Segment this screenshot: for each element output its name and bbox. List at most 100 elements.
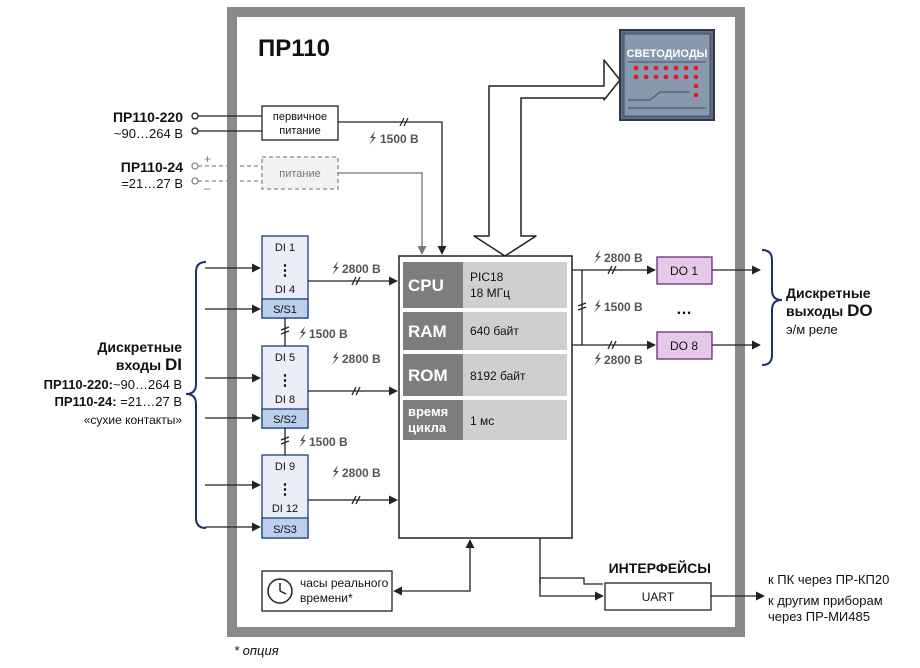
inputs-220-range: ~90…264 В bbox=[113, 377, 182, 392]
di-group-3: DI 9 ⋮ DI 12 S/S3 bbox=[261, 454, 309, 539]
outputs-heading-strong: DO bbox=[847, 301, 873, 320]
primary-supply-line2: питание bbox=[279, 125, 320, 137]
di-input-arrows bbox=[205, 263, 261, 532]
power-220-range: ~90…264 В bbox=[114, 126, 183, 141]
clock-icon bbox=[267, 578, 293, 604]
inputs-heading-line2: входы DI bbox=[116, 355, 182, 374]
rom-row-name: ROM bbox=[408, 366, 448, 385]
power-24-terminals: + – bbox=[191, 152, 262, 195]
interface-dest-2: к другим приборам bbox=[768, 593, 883, 608]
supply-24-label: питание bbox=[279, 168, 320, 180]
outputs-heading-prefix: выходы bbox=[786, 303, 843, 319]
cpu-row-cycle: время цикла 1 мс bbox=[403, 400, 567, 440]
cycle-row-name-2: цикла bbox=[408, 420, 447, 435]
inputs-heading-line1: Дискретные bbox=[97, 339, 182, 355]
do-ellipsis: … bbox=[676, 301, 692, 318]
di-last: DI 8 bbox=[275, 394, 295, 406]
minus-sign: – bbox=[204, 181, 211, 195]
device-frame bbox=[227, 7, 745, 637]
primary-supply-block bbox=[261, 105, 339, 141]
power-220-model: ПР110-220 bbox=[113, 109, 183, 125]
di-dots: ⋮ bbox=[278, 262, 293, 279]
cpu-row-value-2: 18 МГц bbox=[470, 286, 510, 300]
primary-supply-line1: первичное bbox=[273, 111, 327, 123]
power-24-range: =21…27 В bbox=[121, 176, 183, 191]
di-cpu-links bbox=[308, 276, 398, 505]
di-dots: ⋮ bbox=[278, 372, 293, 389]
di-first: DI 1 bbox=[275, 242, 295, 254]
plus-sign: + bbox=[204, 152, 211, 166]
power-24-model: ПР110-24 bbox=[121, 159, 183, 175]
di-common: S/S3 bbox=[273, 524, 297, 536]
ram-row-name: RAM bbox=[408, 322, 447, 341]
device-title: ПР110 bbox=[258, 35, 330, 62]
group-isolation-marks bbox=[280, 318, 290, 455]
led-panel: СВЕТОДИОДЫ bbox=[619, 29, 715, 121]
di-last: DI 4 bbox=[275, 284, 295, 296]
supply-24-block bbox=[261, 156, 339, 190]
cpu-row-ram: RAM 640 байт bbox=[403, 312, 567, 350]
di-common: S/S2 bbox=[273, 414, 297, 426]
do-isolation-top: 2800 В bbox=[604, 251, 643, 265]
interface-dest-3: через ПР-МИ485 bbox=[768, 609, 870, 624]
di-isolation-3: 2800 В bbox=[342, 466, 381, 480]
cpu-row-name: CPU bbox=[408, 276, 444, 295]
do-8-label: DO 8 bbox=[670, 339, 698, 353]
power-220-terminals bbox=[191, 112, 262, 135]
ram-row-value: 640 байт bbox=[470, 324, 519, 338]
rom-row-value: 8192 байт bbox=[470, 369, 526, 383]
led-panel-title: СВЕТОДИОДЫ bbox=[627, 48, 708, 60]
cycle-row-name-1: время bbox=[408, 404, 448, 419]
do-1-label: DO 1 bbox=[670, 264, 698, 278]
footnote: * опция bbox=[234, 643, 279, 658]
do-8-block bbox=[656, 331, 713, 360]
uart-label: UART bbox=[642, 590, 675, 604]
outputs-heading-line2: выходы DO bbox=[786, 301, 873, 320]
di-common: S/S1 bbox=[273, 304, 297, 316]
outputs-heading-line1: Дискретные bbox=[786, 285, 871, 301]
do-isolation-bottom: 2800 В bbox=[604, 353, 643, 367]
outputs-relay-type: э/м реле bbox=[786, 322, 838, 337]
do-links bbox=[572, 265, 761, 350]
inputs-220-model: ПР110-220: bbox=[44, 377, 113, 392]
di-group-2: DI 5 ⋮ DI 8 S/S2 bbox=[261, 345, 309, 429]
interface-dest-1: к ПК через ПР-КП20 bbox=[768, 572, 889, 587]
cpu-row-cpu: CPU PIC18 18 МГц bbox=[403, 262, 567, 308]
clock-cpu-link bbox=[393, 539, 475, 596]
primary-supply-line bbox=[338, 121, 447, 255]
inputs-bracket bbox=[185, 261, 207, 529]
group-isolation-1: 1500 В bbox=[309, 327, 348, 341]
primary-isolation: 1500 В bbox=[380, 132, 419, 146]
inputs-24-range: =21…27 В bbox=[120, 394, 182, 409]
interfaces-title: ИНТЕРФЕЙСЫ bbox=[609, 559, 711, 576]
do-isolation-mid: 1500 В bbox=[604, 300, 643, 314]
inputs-24-model: ПР110-24: bbox=[54, 394, 116, 409]
cpu-row-value-1: PIC18 bbox=[470, 270, 504, 284]
di-last: DI 12 bbox=[272, 503, 298, 515]
di-first: DI 9 bbox=[275, 461, 295, 473]
clock-line1: часы реального bbox=[300, 576, 389, 590]
di-isolation-2: 2800 В bbox=[342, 352, 381, 366]
cycle-row-value: 1 мс bbox=[470, 414, 494, 428]
do-1-block bbox=[656, 256, 713, 285]
di-dots: ⋮ bbox=[278, 481, 293, 498]
cpu-interface-link bbox=[539, 538, 603, 585]
inputs-heading-prefix: входы bbox=[116, 357, 161, 373]
supply-24-line bbox=[338, 172, 427, 255]
inputs-220-line: ПР110-220:~90…264 В bbox=[44, 377, 182, 392]
inputs-24-line: ПР110-24: =21…27 В bbox=[54, 394, 182, 409]
group-isolation-2: 1500 В bbox=[309, 435, 348, 449]
di-first: DI 5 bbox=[275, 352, 295, 364]
cpu-row-rom: ROM 8192 байт bbox=[403, 354, 567, 396]
di-group-1: DI 1 ⋮ DI 4 S/S1 bbox=[261, 235, 309, 319]
uart-block bbox=[604, 582, 712, 611]
clock-line2: времени* bbox=[300, 591, 353, 605]
cpu-uart-link bbox=[539, 578, 604, 601]
cpu-led-bus bbox=[473, 59, 621, 257]
outputs-bracket bbox=[761, 249, 783, 366]
di-isolation-1: 2800 В bbox=[342, 262, 381, 276]
inputs-heading-strong: DI bbox=[165, 355, 182, 374]
led-matrix-icon bbox=[628, 61, 706, 109]
inputs-dry-contacts: «сухие контакты» bbox=[84, 413, 183, 427]
